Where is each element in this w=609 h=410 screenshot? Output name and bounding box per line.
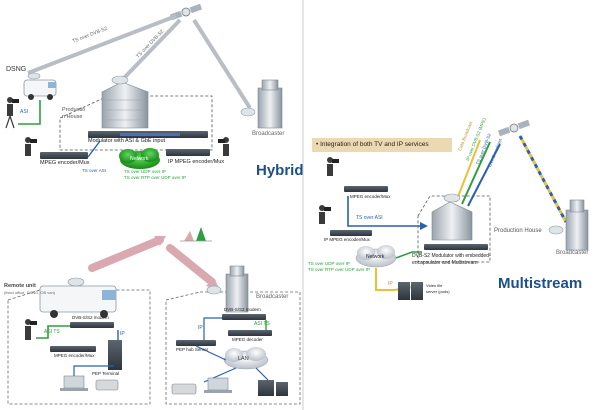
dsng-label: DSNG [6,66,27,73]
network-cloud-icon [119,148,160,169]
laptop-right-icon [204,377,232,393]
mpeg-encoder-remote-device [50,346,96,352]
production-house-label-2: n House [62,114,83,120]
ip-right-label: IP [198,325,203,331]
phone-icon [95,379,119,391]
broadcaster-downlink-beam [166,244,216,286]
mpeg-decoder-device [228,330,272,336]
cameraman-ms-1-icon [327,157,339,176]
remote-panel [7,227,301,405]
broadcaster-downlink-blue [518,135,568,223]
ms-network-label: Network [366,254,385,260]
ms-modulator-device [424,244,488,250]
ts-over-udp-label: TS over UDP over IP [124,169,166,174]
remote-unit-zone [7,289,151,405]
cameraman-icon [5,97,19,129]
production-house-label-1: Productio [62,107,86,113]
remote-unit-sub-label: (fixed office, DSNG, OB van) [4,290,56,295]
panel-divider [302,0,304,410]
multistream-banner: • Integration of both TV and IP services [316,141,429,148]
mpeg-encoder-label: MPEG encoder/Mux [40,160,90,166]
mpeg-decoder-label: MPEG decoder [232,337,263,342]
ms-ip-encoder-device [330,230,372,236]
banner-box [312,138,452,152]
video-file-server-icon [398,282,423,300]
broadcaster-label: Broadcaster [252,131,285,137]
cameraman-ms-2-icon [319,205,331,224]
pep-hub-server-label: PEP hub Server [176,347,209,352]
ms-modulator-label-1: DVB-S2 Modulator with embedded- [412,253,491,259]
ms-production-building-icon [431,193,473,241]
ms-production-zone [417,195,491,263]
cameraman-remote-icon [25,319,37,340]
broadcaster-zone [165,291,301,405]
broadcaster-remote-building-icon [206,265,249,313]
mpeg-encoder-remote-label: MPEG encoder/Mux [54,353,95,358]
production-building-icon [101,75,149,129]
cameraman-2-icon [25,137,37,156]
ms-ts-over-rtp-label: TS over RTP over UDP over IP [308,267,371,272]
production-uplink [122,18,182,80]
modulator-label: Modulator with ASI & GbE input [88,138,166,144]
remote-unit-label: Remote unit [4,283,36,289]
multistream-panel [312,119,589,300]
asi-label: ASI [20,109,29,115]
broadcaster-remote-label: Broadcaster [256,294,289,300]
pep-hub-server-device [176,340,216,346]
server-rack-icon [258,380,288,396]
video-file-server-label-1: Video file [426,283,443,288]
ip-mpeg-encoder-label: IP MPEG encoder/Mux [168,159,225,165]
broadcaster-building-icon [240,79,283,129]
hybrid-panel [5,3,283,169]
ms-mpeg-encoder-device [344,186,388,192]
ms-production-house-label: Production House [494,228,542,234]
asi-ts-left-label: ASI TS [44,329,60,335]
dvb-s2-modem-left-label: DVB-S/S2 modem [72,315,109,320]
dvb-s2-modem-right-label: DVB-S/S2 modem [224,307,261,312]
ms-ip-encoder-label: IP MPEG encoder/Mux [324,237,370,242]
ms-mpeg-encoder-label: MPEG encoder/Mux [350,194,391,199]
lan-cloud-icon [223,347,269,370]
laptop-icon [60,375,88,391]
ip-left-label: IP [120,331,125,337]
asi-ts-right-label: ASI TS [254,321,270,327]
ts-over-rtp-label: TS over RTP over UDP over IP [124,175,187,180]
pep-terminal-device [108,340,122,370]
dsng-uplink [27,14,177,75]
dsng-van-icon [23,72,57,100]
satellite-right-icon [497,119,531,137]
ob-van-icon [39,277,117,318]
multistream-title: Multistream [498,275,583,292]
ms-broadcaster-label: Broadcaster [556,250,589,256]
video-file-server-label-2: server (pods) [426,289,450,294]
ms-ts-over-udp-label: TS over UDP over IP [308,261,350,266]
lan-label: LAN [238,356,249,362]
signal-peak-1 [184,231,194,241]
ip-mpeg-encoder-device [166,149,210,156]
phone-right-icon [171,383,197,395]
ms-ip-label: IP [388,281,393,287]
dvb-s2-modem-right-device [222,314,266,320]
ms-network-cloud-icon [355,245,397,268]
ms-ts-over-asi-label: TS over ASI [356,215,383,221]
cameraman-3-icon [218,137,229,156]
signal-peak-2 [196,227,206,241]
remote-uplink-beam [88,236,164,272]
pep-terminal-label: PEP Terminal [92,371,120,376]
mpeg-encoder-device [40,152,88,159]
network-label: Network [130,156,149,162]
ts-over-asi-label: TS over ASI [82,168,107,173]
hybrid-title: Hybrid [256,162,304,179]
dvb-s2-modem-left-device [70,322,114,328]
broadcaster-multistream-building-icon [548,199,589,251]
broadcaster-downlink [192,18,252,110]
ms-modulator-label-2: encapsulator and Multistream [412,260,478,266]
